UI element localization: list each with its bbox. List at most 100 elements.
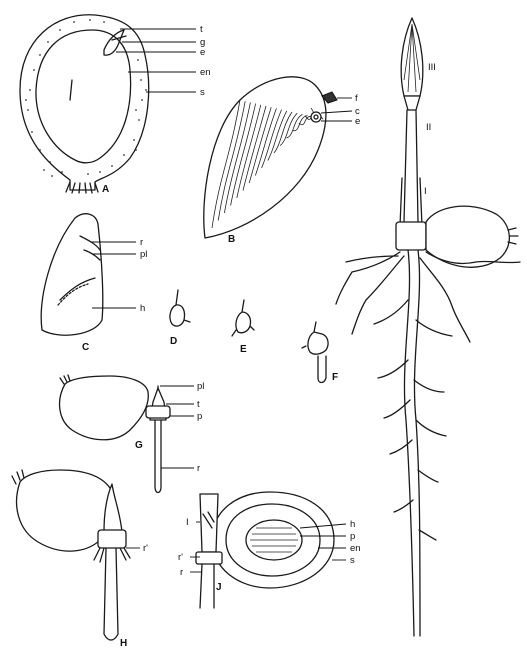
lateral-root: [420, 258, 470, 342]
label-c-r: r: [140, 237, 143, 248]
label-j-h: h: [350, 519, 355, 530]
root-g: [155, 420, 161, 493]
panel-d: D: [170, 290, 190, 347]
stipple-dot: [138, 119, 140, 121]
seed-g-outline: [60, 376, 149, 440]
stage-f-sprout: [308, 322, 328, 354]
panel-label-f: F: [332, 372, 338, 383]
stipple-dot: [73, 21, 75, 23]
lateral-root: [419, 530, 436, 540]
stipple-dot: [135, 109, 137, 111]
root-i-main: [404, 250, 420, 636]
stipple-dot: [33, 69, 35, 71]
stipple-dot: [141, 99, 143, 101]
stem-i-upper: [404, 110, 418, 222]
lateral-root: [378, 360, 408, 378]
seed-b-pore: [311, 112, 321, 122]
panel-e: E: [232, 300, 254, 355]
stage-f-root: [318, 356, 326, 383]
label-a-s: s: [200, 87, 205, 98]
root-h-main: [104, 548, 118, 640]
label-j-i: I: [186, 517, 189, 528]
stipple-dot: [51, 175, 53, 177]
panel-label-c: C: [82, 342, 89, 353]
panel-label-b: B: [228, 234, 235, 245]
stipple-dot: [140, 79, 142, 81]
lateral-root: [346, 256, 398, 262]
label-c-h: h: [140, 303, 145, 314]
lateral-root: [336, 252, 400, 304]
panel-label-e: E: [240, 344, 247, 355]
stipple-dot: [49, 161, 51, 163]
label-g-r: r: [197, 463, 200, 474]
sheath-iii: [404, 96, 420, 110]
panel-label-a: A: [102, 184, 109, 195]
collar-i: [396, 222, 426, 250]
panel-i: III II I: [336, 18, 520, 636]
label-b-e: e: [355, 116, 360, 127]
panel-a: t g e en s A: [20, 15, 211, 195]
label-j-r1: r': [178, 552, 183, 563]
label-h-r1: r': [143, 543, 148, 554]
label-i-i: I: [424, 186, 427, 197]
label-g-p: p: [197, 411, 202, 422]
collar-j: [196, 552, 222, 564]
root-j: [200, 564, 214, 608]
label-a-t: t: [200, 24, 203, 35]
collar-g: [146, 406, 170, 418]
label-i-ii: II: [426, 122, 431, 133]
stipple-dot: [27, 109, 29, 111]
stipple-dot: [87, 173, 89, 175]
panel-b: f c e B: [204, 77, 361, 245]
panel-c: r pl h C: [41, 214, 147, 353]
label-a-e: e: [200, 47, 205, 58]
stipple-dot: [29, 89, 31, 91]
stipple-dot: [59, 29, 61, 31]
stipple-dot: [145, 89, 147, 91]
label-j-r: r: [180, 567, 183, 578]
stipple-dot: [123, 154, 125, 156]
stipple-dot: [111, 165, 113, 167]
stipple-dot: [135, 149, 137, 151]
stipple-dot: [39, 149, 41, 151]
lateral-root: [414, 380, 444, 392]
stem-i-lower: [400, 178, 422, 226]
panel-f: F: [302, 322, 338, 383]
seed-b-outline: [204, 77, 326, 238]
lateral-root: [416, 320, 452, 336]
panel-j: I r' r h p en s J: [178, 492, 361, 608]
stipple-dot: [89, 19, 91, 21]
root-i-laterals: [336, 252, 520, 540]
lateral-root: [374, 300, 408, 324]
panel-label-d: D: [170, 336, 177, 347]
stage-e-sprout: [232, 300, 254, 336]
stipple-dot: [43, 169, 45, 171]
panel-h: r' H: [12, 470, 148, 649]
label-j-p: p: [350, 531, 355, 542]
label-j-s: s: [350, 555, 355, 566]
collar-h: [98, 530, 126, 548]
stipple-dot: [31, 131, 33, 133]
stage-d-sprout: [170, 290, 190, 326]
lateral-root: [416, 420, 446, 436]
label-j-en: en: [350, 543, 361, 554]
lateral-root: [390, 440, 412, 454]
panel-label-h: H: [120, 638, 127, 649]
stipple-dot: [47, 41, 49, 43]
stipple-dot: [133, 139, 135, 141]
stipple-dot: [61, 171, 63, 173]
stipple-dot: [39, 54, 41, 56]
panel-label-g: G: [135, 440, 143, 451]
embryo-c-outline: [41, 214, 103, 335]
panel-label-j: J: [216, 582, 222, 593]
roots-h: [94, 548, 130, 562]
label-a-en: en: [200, 67, 211, 78]
stage-f-side: [302, 346, 306, 348]
label-g-t: t: [197, 399, 200, 410]
label-b-f: f: [355, 93, 358, 104]
stipple-dot: [25, 99, 27, 101]
label-i-iii: III: [428, 62, 436, 73]
stipple-dot: [99, 171, 101, 173]
label-c-pl: pl: [140, 249, 147, 260]
